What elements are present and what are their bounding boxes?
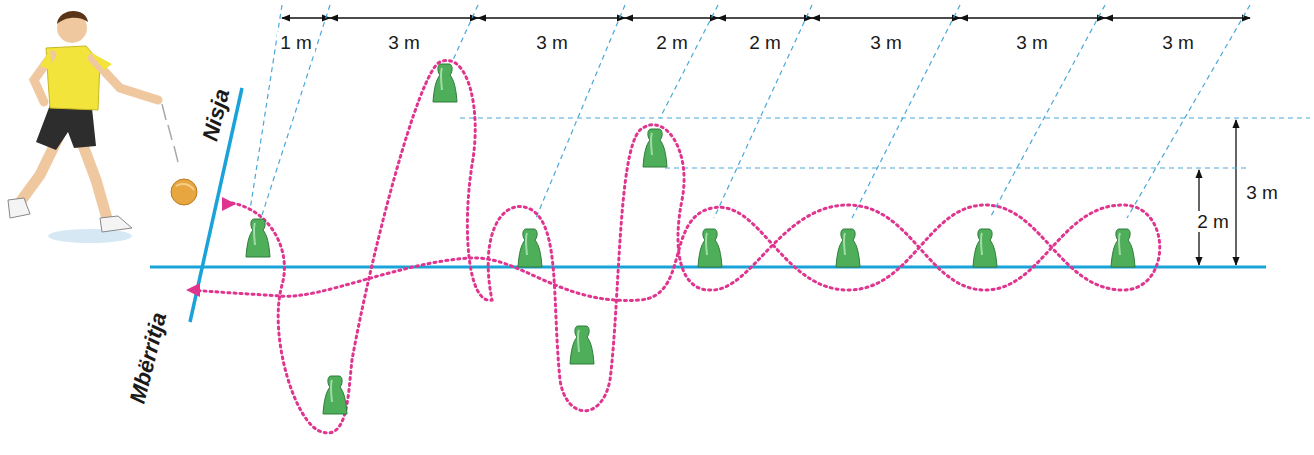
route-arrow (186, 283, 200, 297)
dimension-label: 3 m (1243, 182, 1281, 203)
dimension-label: 3 m (1159, 32, 1197, 53)
route-arrow (222, 197, 236, 211)
dimension-label: 3 m (533, 32, 571, 53)
dimension-label: 1 m (277, 32, 315, 53)
dimension-label: 2 m (746, 32, 784, 53)
course-end-label: Nisja (197, 84, 234, 147)
player-figure (8, 11, 197, 243)
dribble-route (192, 60, 1160, 432)
dimension-label: 3 m (1013, 32, 1051, 53)
dimension-label: 3 m (385, 32, 423, 53)
dimension-line (282, 18, 1250, 265)
dimension-label: 2 m (653, 32, 691, 53)
dimension-label: 3 m (867, 32, 905, 53)
guide-line (250, 5, 1310, 218)
course-end-label: Mbërritja (124, 307, 171, 409)
dimension-label: 2 m (1194, 211, 1232, 232)
cone (246, 64, 1135, 414)
